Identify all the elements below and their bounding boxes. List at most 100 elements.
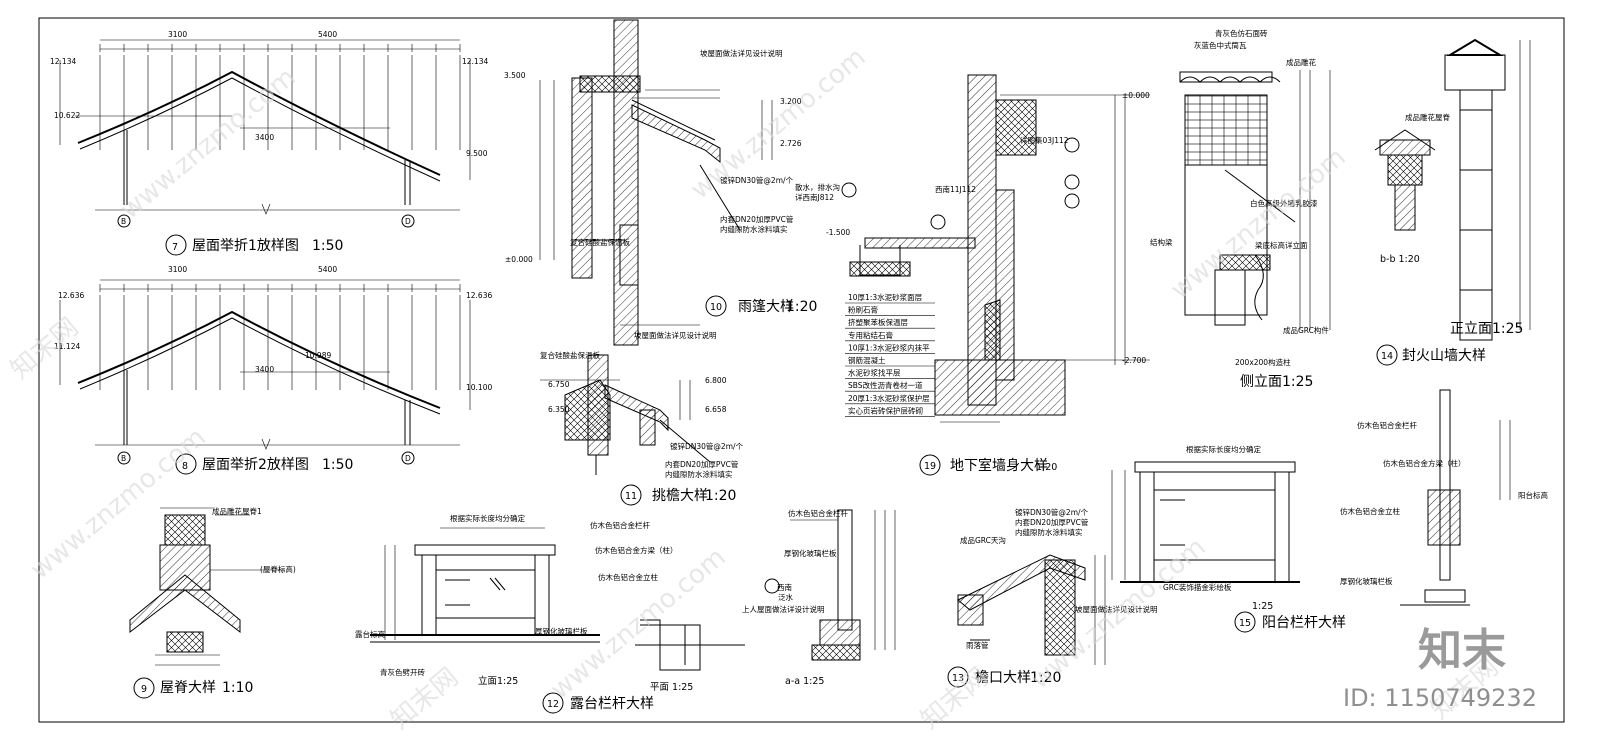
aa-section-drawing bbox=[764, 509, 896, 661]
bb-title: b-b 1:20 bbox=[1380, 254, 1420, 265]
watermark-site-3: www.znzmo.com bbox=[1165, 142, 1351, 305]
cornice-fill: 内缝隙防水涂料填实 bbox=[1015, 527, 1083, 537]
title-13-number: 13 bbox=[952, 673, 964, 684]
basement-layer-label: 水泥砂浆找平层 bbox=[848, 368, 901, 378]
cornice-grc: 成品GRC天沟 bbox=[960, 535, 1006, 545]
title-8-scale: 1:50 bbox=[322, 457, 353, 473]
aa-flash: 泛水 bbox=[778, 592, 793, 602]
axis-d-marker bbox=[401, 214, 415, 228]
basement-layer-label: 专用粘结石膏 bbox=[848, 330, 893, 340]
balcony-scale: 1:25 bbox=[1252, 601, 1273, 612]
axis-d-label-2: D bbox=[405, 454, 411, 463]
axis-b-marker-2 bbox=[117, 451, 131, 465]
terrace-rail-3: 仿木色铝合金立柱 bbox=[598, 572, 658, 582]
title-13-name: 檐口大样 bbox=[975, 670, 1031, 686]
terrace-rail-1: 仿木色铝合金栏杆 bbox=[590, 520, 650, 530]
basement-layer-label: 挤塑聚苯板保温层 bbox=[848, 317, 908, 327]
terrace-railing-drawing bbox=[370, 527, 745, 714]
canopy-wall bbox=[613, 19, 639, 346]
canopy-pipe: 镀锌DN30管@2m/个 bbox=[720, 175, 794, 185]
canopy-roof-spec: 坡屋面做法详见设计说明 bbox=[700, 48, 783, 58]
aa-roof: 上人屋面做法详设计说明 bbox=[742, 604, 825, 614]
roof-fold-2-drawing bbox=[59, 279, 471, 465]
column-note: 200x200构造柱 bbox=[1235, 357, 1291, 367]
watermark-site-1: www.znzmo.com bbox=[115, 62, 301, 225]
el-0000-b: ±0.000 bbox=[1122, 91, 1150, 100]
aa-rail-1: 仿木色铝合金栏杆 bbox=[788, 508, 848, 518]
el-3500: 3.500 bbox=[504, 71, 526, 80]
canopy-composite: 复合硅酸盐保温板 bbox=[570, 237, 630, 247]
elev-low-2: 10.100 bbox=[466, 383, 492, 392]
balcony-rail-2: 仿木色铝合金方梁（柱） bbox=[1383, 458, 1466, 468]
tile-note: 灰蓝色中式筒瓦 bbox=[1194, 40, 1247, 50]
beam-note: 结构梁 bbox=[1150, 237, 1173, 247]
title-8-number: 8 bbox=[182, 461, 188, 472]
el-2700: -2.700 bbox=[1122, 356, 1146, 365]
terrace-plan-title: 平面 1:25 bbox=[650, 682, 693, 693]
grc-note: 成品GRC构件 bbox=[1283, 325, 1329, 335]
cornice-pvc: 内套DN20加厚PVC管 bbox=[1015, 517, 1089, 527]
front-elevation-title: 正立面1:25 bbox=[1450, 321, 1523, 337]
beam-elev-note: 梁底标高详立面 bbox=[1255, 240, 1308, 250]
roof-profile-2 bbox=[77, 310, 441, 409]
brick-wall bbox=[1184, 94, 1268, 166]
title-12-name: 露台栏杆大样 bbox=[570, 696, 654, 712]
title-10-name: 雨篷大样 bbox=[738, 299, 794, 315]
ridge-label: (屋脊标高) bbox=[260, 564, 296, 574]
canopy-roof-spec-2: 坡屋面做法详见设计说明 bbox=[634, 330, 717, 340]
basement-layer-label: 10厚1:3水泥砂浆面层 bbox=[848, 292, 923, 302]
elev-left-1: 12.134 bbox=[50, 57, 76, 66]
balcony-railing-top bbox=[1134, 461, 1296, 473]
sheet-border bbox=[38, 17, 1565, 723]
elev-low-1: 9.500 bbox=[466, 149, 488, 158]
title-9-scale: 1:10 bbox=[222, 680, 253, 696]
title-13-scale: 1:20 bbox=[1030, 670, 1061, 686]
basement-wall-drawing bbox=[841, 74, 1150, 476]
terrace-label: 露台标高 bbox=[355, 629, 385, 639]
eave-pipe: 镀锌DN30管@2m/个 bbox=[670, 441, 744, 451]
axis-b-label: B bbox=[121, 217, 126, 226]
title-7-number: 7 bbox=[172, 242, 178, 253]
aa-glass: 厚钢化玻璃栏板 bbox=[784, 548, 837, 558]
ref-2: 西南11J112 bbox=[935, 184, 976, 194]
dim-5400-1: 5400 bbox=[318, 30, 337, 39]
basement-layer-label: 钢筋混凝土 bbox=[848, 355, 886, 365]
elev-mid2-2: 10.989 bbox=[305, 351, 331, 360]
balcony-rail-3: 仿木色铝合金立柱 bbox=[1340, 506, 1400, 516]
eave-composite: 复合硅酸盐保温板 bbox=[540, 350, 600, 360]
axis-b-marker bbox=[117, 214, 131, 228]
aa-title: a-a 1:25 bbox=[785, 676, 824, 687]
el-2726: 2.726 bbox=[780, 139, 802, 148]
title-7-scale: 1:50 bbox=[312, 238, 343, 254]
title-8-circle bbox=[175, 453, 197, 475]
ridge-detail-drawing bbox=[129, 507, 285, 666]
elev-right-1: 12.134 bbox=[462, 57, 488, 66]
axis-d-label: D bbox=[405, 217, 411, 226]
el-6750: 6.750 bbox=[548, 380, 570, 389]
title-11-number: 11 bbox=[625, 491, 637, 502]
basement-layer-label: 20厚1:3水泥砂浆保护层 bbox=[848, 393, 930, 403]
eave-fill: 内缝隙防水涂料填实 bbox=[665, 469, 733, 479]
side-elevation-title: 侧立面1:25 bbox=[1240, 374, 1313, 390]
title-9-number: 9 bbox=[141, 684, 147, 695]
title-12-number: 12 bbox=[547, 699, 559, 710]
el-0000-a: ±0.000 bbox=[505, 255, 533, 264]
dim-5400-2: 5400 bbox=[318, 265, 337, 274]
title-14-name: 封火山墙大样 bbox=[1402, 348, 1486, 364]
balcony-length: 根据实际长度均分确定 bbox=[1186, 444, 1261, 454]
cornice-roof-spec: 坡屋面做法详见设计说明 bbox=[1075, 604, 1158, 614]
axis-d-marker-2 bbox=[401, 451, 415, 465]
drain-note: 散水，排水沟 bbox=[795, 182, 840, 192]
balcony-grc: GRC装饰描金彩绘板 bbox=[1163, 582, 1232, 592]
side-elevation-drawing bbox=[1179, 70, 1331, 330]
el-6800: 6.800 bbox=[705, 376, 727, 385]
el-6350: 6.350 bbox=[548, 405, 570, 414]
elev-mid-2: 11.124 bbox=[54, 342, 80, 351]
canopy-detail-drawing bbox=[539, 19, 773, 346]
title-19-number: 19 bbox=[924, 461, 936, 472]
title-15-name: 阳台栏杆大样 bbox=[1262, 615, 1346, 631]
aa-west: 西南 bbox=[777, 582, 792, 592]
run-2: 3400 bbox=[255, 365, 274, 374]
el-1500: -1.500 bbox=[826, 228, 850, 237]
